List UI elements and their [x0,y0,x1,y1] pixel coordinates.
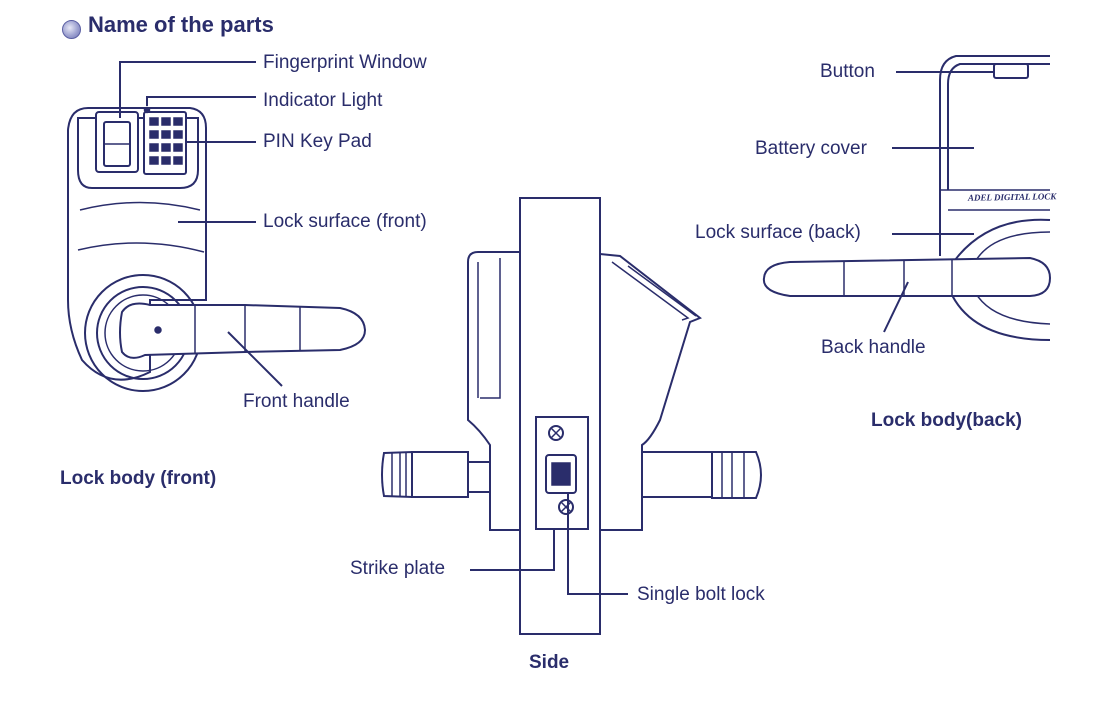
label-front-handle: Front handle [243,391,350,412]
label-back-handle: Back handle [821,337,926,358]
back-handle-drawing [762,256,1052,297]
label-lock-surface-front: Lock surface (front) [263,211,427,232]
button-drawing [993,63,1029,79]
caption-side: Side [529,652,570,673]
page-title: Name of the parts [88,12,274,37]
label-battery-cover: Battery cover [755,138,867,159]
label-lock-surface-back: Lock surface (back) [695,222,861,243]
caption-lock-body-back: Lock body(back) [871,410,1022,431]
label-button: Button [820,61,875,82]
label-single-bolt-lock: Single bolt lock [637,584,765,605]
front-handle-drawing [119,302,367,359]
bullet-icon [62,20,81,39]
front-leader-lines [119,61,283,387]
indicator-light-drawing [143,106,151,114]
label-fingerprint-window: Fingerprint Window [263,52,427,73]
label-strike-plate: Strike plate [350,558,446,579]
label-pin-key-pad: PIN Key Pad [263,131,372,152]
caption-lock-body-front: Lock body (front) [60,468,217,489]
lock-body-side-drawing [381,197,762,635]
side-leader-lines [470,494,628,595]
back-leader-lines [883,71,994,333]
label-indicator-light: Indicator Light [263,90,383,111]
brand-logo-text: ADEL DIGITAL LOCK [967,191,1057,203]
